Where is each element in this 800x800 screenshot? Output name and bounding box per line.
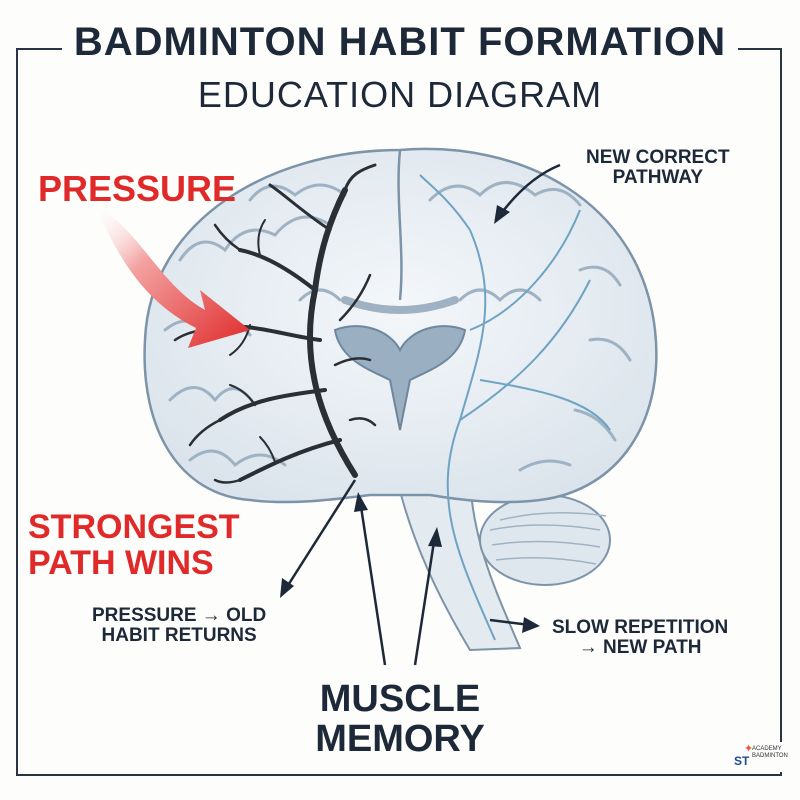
label-old-habit-returns: PRESSURE → OLD HABIT RETURNS [92,606,266,646]
pressure-arrow [95,205,250,348]
label-strongest-path-wins: STRONGEST PATH WINS [28,508,240,582]
title-wrap: BADMINTON HABIT FORMATION [0,18,800,66]
callout-arrows [283,163,561,666]
cerebellum [479,494,611,586]
label-strongest-line2: PATH WINS [28,543,214,582]
brainstem [393,469,522,652]
logo-text: ACADEMY BADMINTON [752,746,788,760]
diagram-title: BADMINTON HABIT FORMATION [61,18,739,66]
label-muscle-line1: MUSCLE [319,678,481,720]
label-new-path-line1: NEW CORRECT [586,147,730,168]
logo-brand: ST [734,754,750,768]
academy-logo: ✦ ST ACADEMY BADMINTON [732,742,788,772]
new-pathway [419,174,611,641]
logo-line1: ACADEMY [752,746,782,752]
old-pathway [173,163,377,484]
logo-line2: BADMINTON [752,753,788,759]
ventricles [333,325,467,431]
label-pressure: PRESSURE [38,168,237,209]
label-muscle-memory: MUSCLE MEMORY [0,678,800,760]
logo-mark-icon: ✦ [744,743,754,755]
label-new-path-line2: PATHWAY [612,166,703,188]
label-slow-repetition: SLOW REPETITION → NEW PATH [552,618,728,658]
label-old-habit-line1: PRESSURE → OLD [92,605,267,626]
label-strongest-line1: STRONGEST [28,508,240,546]
label-muscle-line2: MEMORY [315,717,485,760]
label-old-habit-line2: HABIT RETURNS [101,624,257,646]
label-slow-rep-line1: SLOW REPETITION [552,617,729,638]
label-slow-rep-line2: → NEW PATH [578,636,702,658]
diagram-subtitle: EDUCATION DIAGRAM [197,74,603,115]
label-new-correct-pathway: NEW CORRECT PATHWAY [586,148,730,188]
